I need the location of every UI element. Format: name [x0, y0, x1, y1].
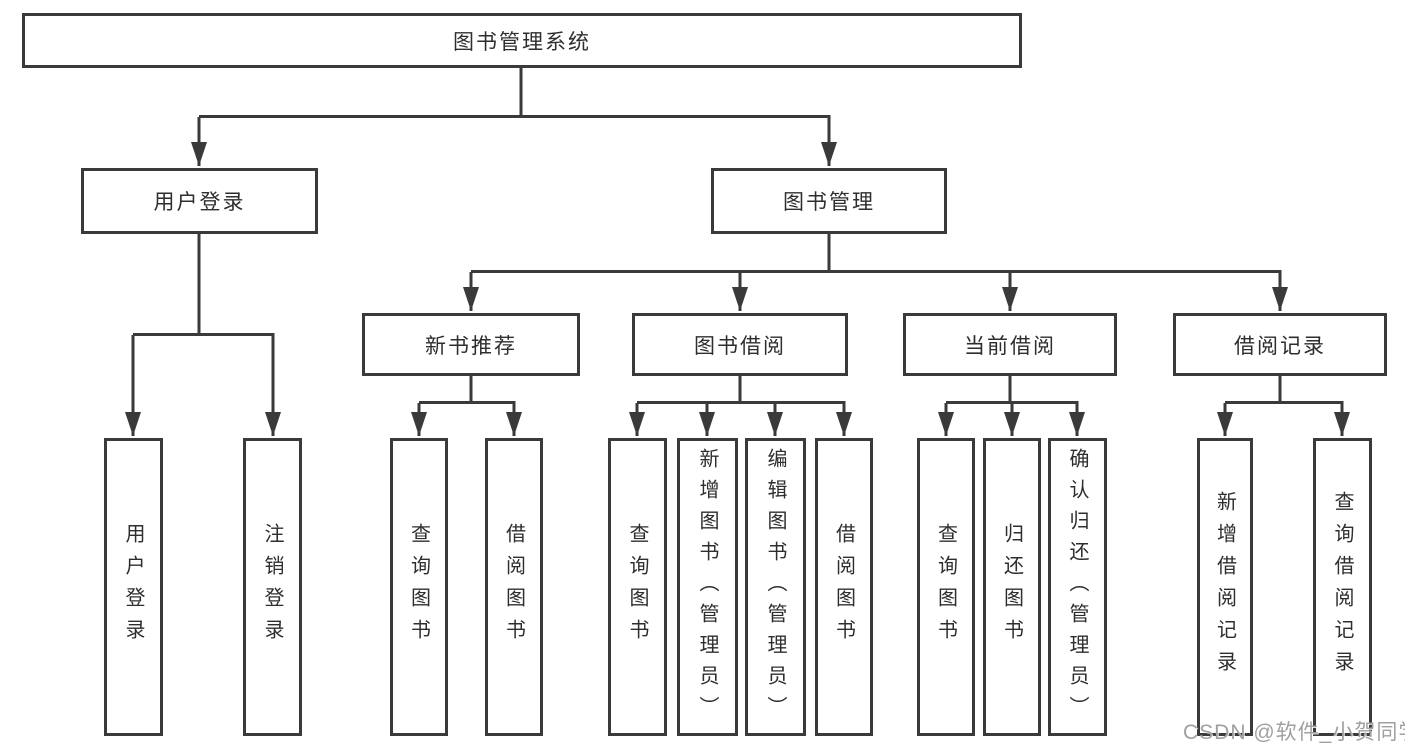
leaf-query-books-recommend: 查询图书 — [390, 438, 448, 736]
leaf-return-book: 归还图书 — [983, 438, 1041, 736]
leaf-add-borrow-record: 新增借阅记录 — [1197, 438, 1253, 736]
node-library-management-system: 图书管理系统 — [22, 13, 1022, 68]
leaf-borrow-books-2: 借阅图书 — [815, 438, 873, 736]
csdn-watermark: CSDN @软件_小贺同学 — [1183, 721, 1405, 744]
node-new-book-recommend: 新书推荐 — [362, 313, 580, 376]
leaf-query-books-borrow: 查询图书 — [608, 438, 667, 736]
connector-root-trunk — [199, 68, 831, 118]
node-book-management: 图书管理 — [711, 168, 947, 234]
leaf-edit-book-admin: 编辑图书（管理员） — [745, 438, 806, 736]
node-user-login: 用户登录 — [81, 168, 318, 234]
connector-records-trunk — [1225, 376, 1344, 404]
connector-borrow-trunk — [637, 376, 846, 404]
connector-recommend-trunk — [419, 376, 516, 404]
leaf-user-login: 用户登录 — [104, 438, 163, 736]
connector-userlogin-trunk — [133, 234, 275, 336]
connector-current-trunk — [946, 376, 1079, 404]
leaf-logout: 注销登录 — [243, 438, 302, 736]
leaf-borrow-books-recommend: 借阅图书 — [485, 438, 543, 736]
leaf-add-book-admin: 新增图书（管理员） — [677, 438, 738, 736]
leaf-confirm-return-admin: 确认归还（管理员） — [1048, 438, 1107, 736]
node-current-borrow: 当前借阅 — [903, 313, 1117, 376]
node-borrow-records: 借阅记录 — [1173, 313, 1387, 376]
leaf-query-books-current: 查询图书 — [917, 438, 975, 736]
node-book-borrow: 图书借阅 — [632, 313, 848, 376]
leaf-query-borrow-record: 查询借阅记录 — [1313, 438, 1372, 736]
connector-bookmgmt-trunk — [471, 234, 1282, 273]
